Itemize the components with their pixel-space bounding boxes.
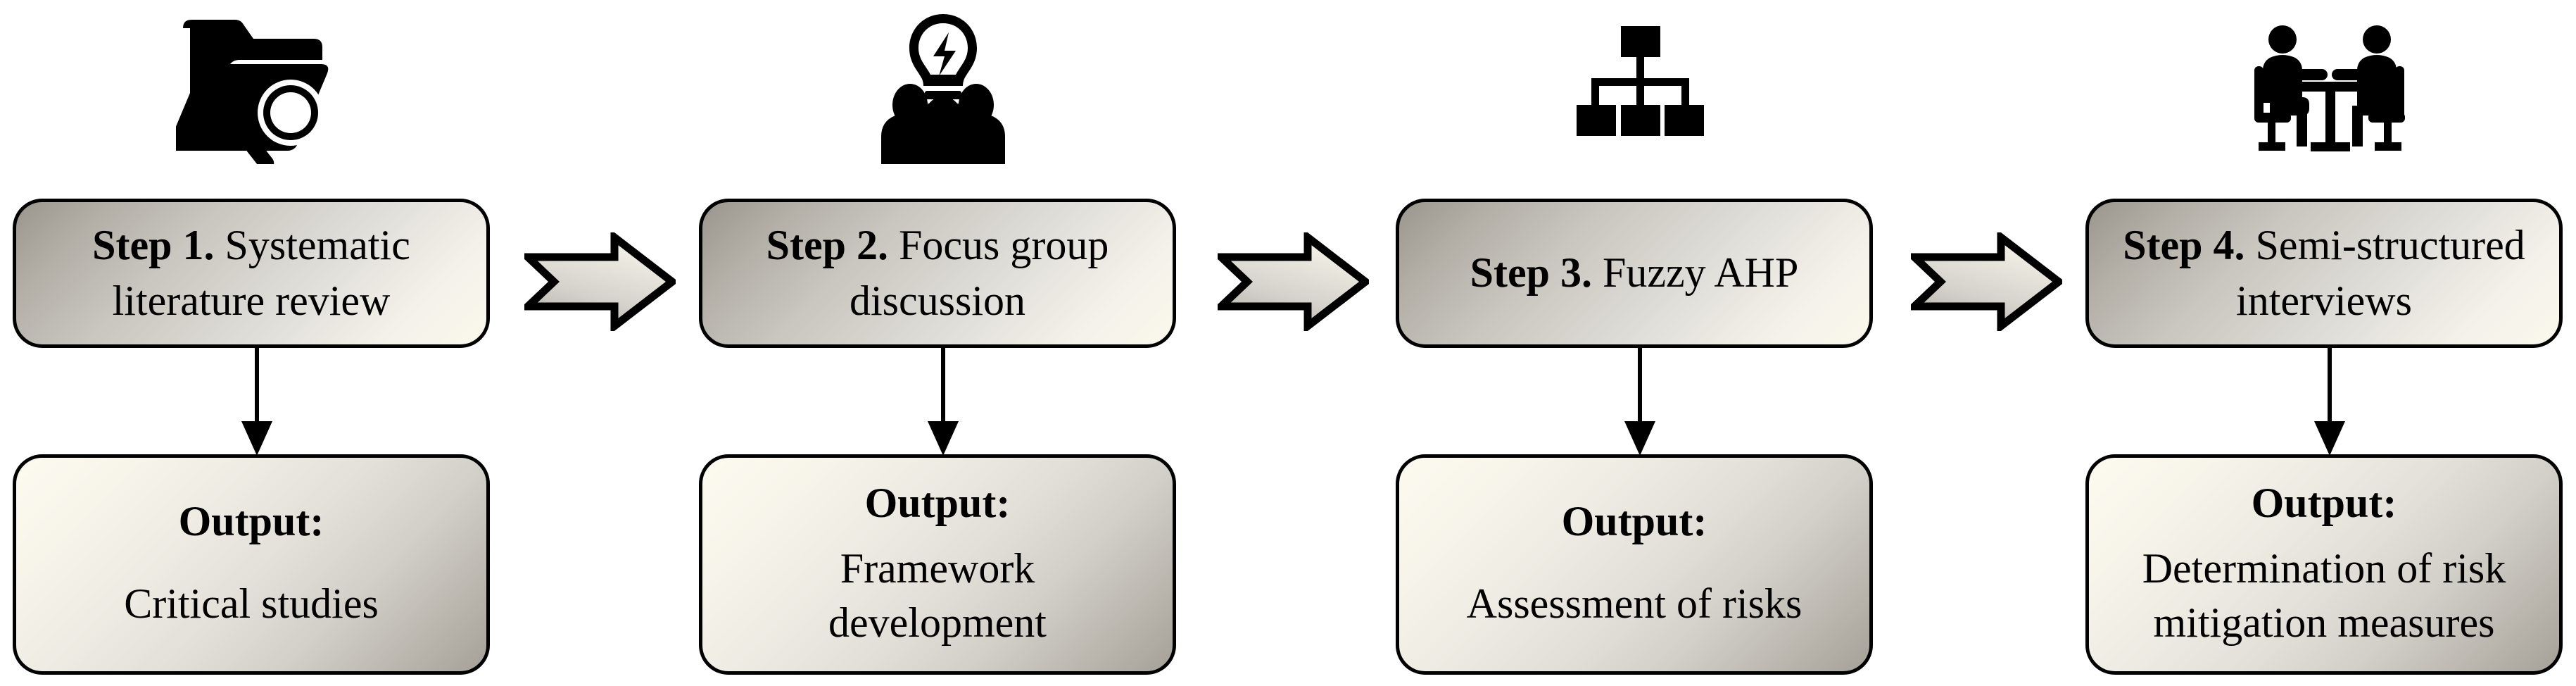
step-column-3: Step 3. Fuzzy AHP Output: Assessment of …: [1390, 0, 1890, 686]
output-title-3: Output:: [1561, 498, 1707, 545]
step-description-4: Semi-structured interviews: [2236, 221, 2525, 324]
focus-group-lightbulb-icon: [693, 0, 1193, 176]
chevron-arrow-right-icon: [1911, 232, 2062, 331]
arrow-down-icon: [7, 348, 507, 457]
output-title-1: Output:: [178, 498, 324, 545]
output-line2-4: mitigation measures: [2153, 599, 2495, 646]
chevron-arrow-right-icon: [1218, 232, 1369, 331]
step-column-1: Step 1. Systematic literature review Out…: [7, 0, 507, 686]
step-box-3[interactable]: Step 3. Fuzzy AHP: [1396, 199, 1873, 348]
step-column-2: Step 2. Focus group discussion Output: F…: [693, 0, 1193, 686]
step-label-4: Step 4. Semi-structured interviews: [2102, 218, 2546, 329]
step-number-3: Step 3.: [1470, 249, 1592, 297]
step-label-2: Step 2. Focus group discussion: [715, 218, 1160, 329]
step-description-3: Fuzzy AHP: [1592, 249, 1799, 297]
step-number-2: Step 2.: [766, 221, 888, 268]
output-box-3[interactable]: Output: Assessment of risks: [1396, 454, 1873, 675]
arrow-down-icon: [2080, 348, 2576, 457]
chevron-arrow-right-icon: [524, 232, 676, 331]
output-line1-3: Assessment of risks: [1466, 580, 1802, 628]
output-box-2[interactable]: Output: Framework development: [699, 454, 1176, 675]
step-number-1: Step 1.: [92, 221, 215, 268]
step-column-4: Step 4. Semi-structured interviews Outpu…: [2080, 0, 2576, 686]
step-description-1: Systematic literature review: [112, 221, 410, 324]
output-line1-4: Determination of risk: [2142, 544, 2506, 592]
arrow-down-icon: [693, 348, 1193, 457]
step-description-2: Focus group discussion: [849, 221, 1109, 324]
output-line1-2: Framework: [840, 544, 1035, 592]
step-box-1[interactable]: Step 1. Systematic literature review: [13, 199, 490, 348]
step-number-4: Step 4.: [2123, 221, 2245, 268]
output-line1-1: Critical studies: [124, 580, 379, 628]
folder-search-icon: [7, 0, 507, 176]
interview-table-icon: [2080, 0, 2576, 176]
step-label-1: Step 1. Systematic literature review: [29, 218, 474, 329]
step-box-4[interactable]: Step 4. Semi-structured interviews: [2085, 199, 2563, 348]
output-box-4[interactable]: Output: Determination of risk mitigation…: [2085, 454, 2563, 675]
output-line2-2: development: [828, 599, 1047, 646]
hierarchy-tree-icon: [1390, 0, 1890, 176]
step-box-2[interactable]: Step 2. Focus group discussion: [699, 199, 1176, 348]
step-label-3: Step 3. Fuzzy AHP: [1470, 245, 1799, 301]
output-title-2: Output:: [864, 479, 1011, 526]
arrow-down-icon: [1390, 348, 1890, 457]
output-title-4: Output:: [2251, 479, 2397, 526]
output-box-1[interactable]: Output: Critical studies: [13, 454, 490, 675]
